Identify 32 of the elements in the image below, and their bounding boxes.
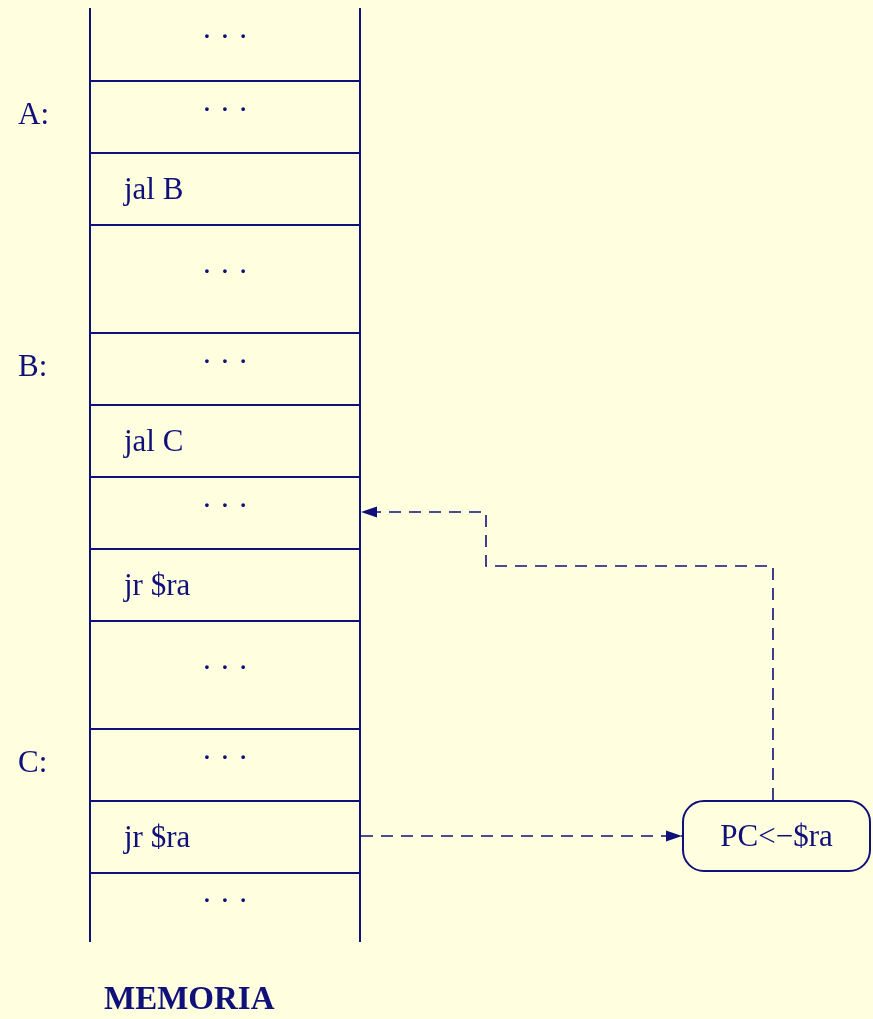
memory-cell [89, 332, 361, 404]
instruction-text: jr $ra [124, 819, 191, 855]
register-box [682, 800, 871, 872]
arrow [360, 506, 774, 801]
address-label: B: [18, 348, 48, 384]
instruction-text: jal B [124, 171, 184, 207]
ellipsis-text: · · · [200, 18, 250, 55]
arrow [360, 830, 683, 842]
ellipsis-text: · · · [200, 882, 250, 919]
memory-title: MEMORIA [104, 980, 275, 1017]
memory-cell [89, 548, 361, 620]
memory-cell [89, 224, 361, 332]
ellipsis-text: · · · [200, 487, 250, 524]
ellipsis-text: · · · [200, 253, 250, 290]
memory-cell [89, 8, 361, 80]
memory-cell [89, 620, 361, 728]
address-label: A: [18, 96, 49, 132]
instruction-text: jr $ra [124, 567, 191, 603]
ellipsis-text: · · · [200, 91, 250, 128]
memory-cell [89, 404, 361, 476]
memory-cell [89, 80, 361, 152]
register-transfer-text: PC<−$ra [720, 818, 833, 854]
memory-cell [89, 152, 361, 224]
ellipsis-text: · · · [200, 649, 250, 686]
instruction-text: jal C [124, 423, 184, 459]
memory-cell [89, 476, 361, 548]
memory-cell [89, 800, 361, 872]
ellipsis-text: · · · [200, 343, 250, 380]
memory-cell [89, 728, 361, 800]
ellipsis-text: · · · [200, 739, 250, 776]
address-label: C: [18, 744, 48, 780]
memory-cell [89, 872, 361, 942]
